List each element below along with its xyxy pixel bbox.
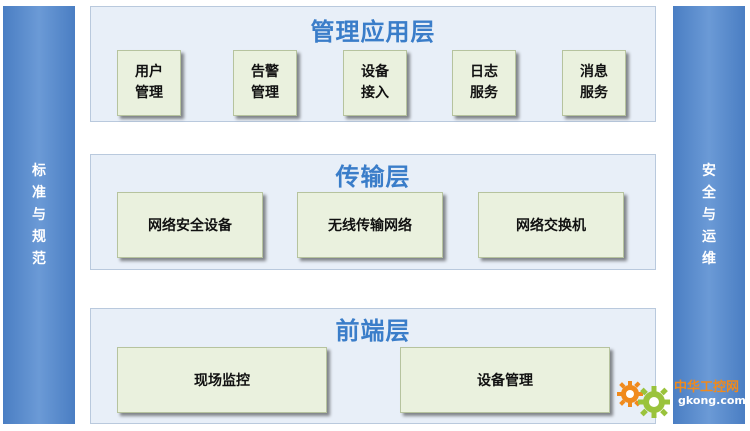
frontend-layer-title: 前端层 [335, 317, 411, 345]
transport-layer: 传输层 网络安全设备 无线传输网络 网络交换机 [90, 154, 656, 270]
management-layer-title: 管理应用层 [310, 18, 436, 46]
module-device-management: 设备管理 [400, 347, 610, 413]
management-layer: 管理应用层 用户管理 告警管理 设备接入 日志服务 消息服务 [90, 6, 656, 122]
gear-icon [617, 381, 670, 418]
module-alarm-management: 告警管理 [233, 50, 297, 116]
watermark-domain: gkong.com [678, 394, 746, 407]
module-network-security-device: 网络安全设备 [117, 192, 263, 258]
security-ops-bar: 安全与运维 [673, 6, 745, 424]
watermark-brand: 中华工控网 [674, 380, 740, 395]
module-message-service: 消息服务 [562, 50, 626, 116]
frontend-layer: 前端层 现场监控 设备管理 [90, 308, 656, 424]
transport-layer-title: 传输层 [335, 163, 411, 191]
module-user-management: 用户管理 [117, 50, 181, 116]
module-log-service: 日志服务 [452, 50, 516, 116]
module-wireless-transmission-network: 无线传输网络 [297, 192, 443, 258]
module-device-access: 设备接入 [343, 50, 407, 116]
standards-bar-label: 标准与规范 [32, 163, 46, 267]
standards-bar: 标准与规范 [3, 6, 75, 424]
watermark-logo: 中华工控网 gkong.com [612, 372, 748, 424]
security-ops-bar-label: 安全与运维 [702, 163, 716, 267]
module-onsite-monitoring: 现场监控 [117, 347, 327, 413]
module-network-switch: 网络交换机 [478, 192, 624, 258]
